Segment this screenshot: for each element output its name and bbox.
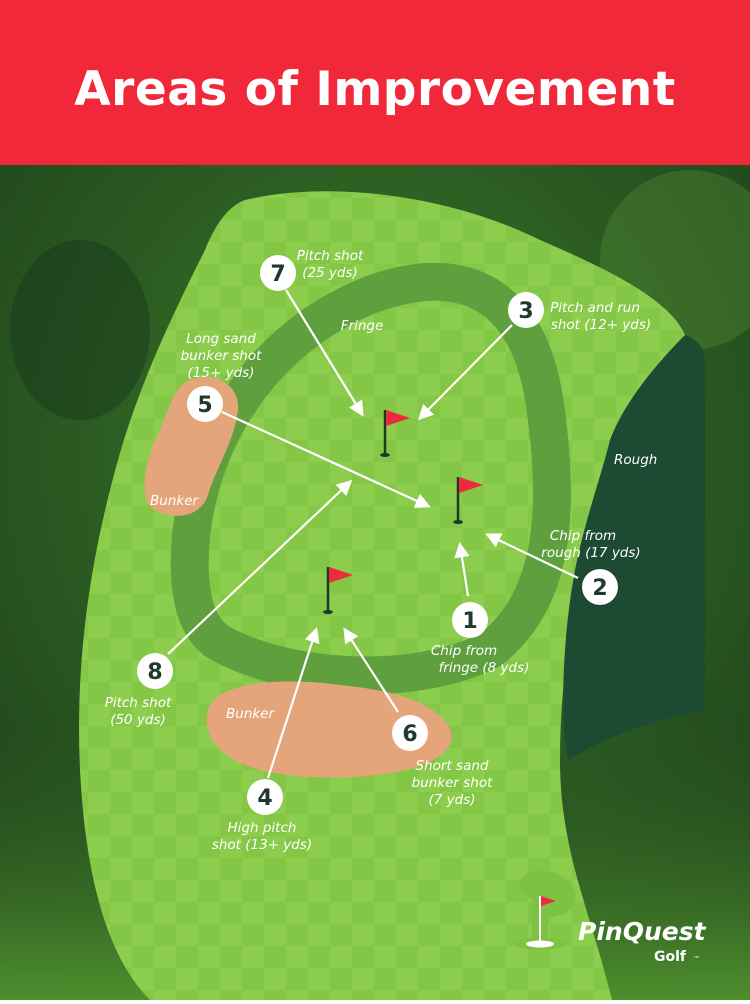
flag-icon — [380, 410, 410, 457]
fringe-ring — [170, 262, 572, 695]
shot-marker-1[interactable]: 1 — [452, 602, 488, 638]
shot-label-8: Pitch shot (50 yds) — [105, 695, 172, 728]
bunker-bottom — [206, 681, 452, 778]
shot-label-3: Pitch and run shot (12+ yds) — [550, 300, 651, 333]
shot-marker-5[interactable]: 5 — [187, 386, 223, 422]
shot-arrow-4 — [266, 627, 320, 779]
brand-sub: Golf — [654, 949, 687, 965]
svg-text:Short sand: Short sand — [416, 758, 489, 774]
golf-green-diagram: Fringe Rough Bunker Bunker 1 2 — [0, 165, 750, 1000]
svg-text:5: 5 — [197, 393, 212, 418]
svg-text:8: 8 — [147, 660, 162, 685]
svg-text:bunker shot: bunker shot — [181, 348, 262, 364]
svg-text:7: 7 — [270, 262, 285, 287]
svg-text:shot (13+ yds): shot (13+ yds) — [212, 837, 312, 853]
svg-text:fringe (8 yds): fringe (8 yds) — [439, 660, 530, 676]
shot-arrow-6 — [343, 627, 399, 713]
svg-text:Pitch shot: Pitch shot — [297, 248, 364, 264]
shot-arrow-3 — [417, 324, 513, 421]
shot-label-4: High pitch shot (13+ yds) — [212, 820, 312, 853]
svg-text:Chip from: Chip from — [550, 528, 616, 544]
svg-text:2: 2 — [592, 576, 607, 601]
shot-label-6: Short sand bunker shot (7 yds) — [412, 758, 493, 808]
svg-text:Chip from: Chip from — [431, 643, 497, 659]
brand-tm: ™ — [693, 955, 700, 963]
shot-arrow-1 — [454, 541, 470, 597]
flag-icon — [323, 567, 353, 614]
bunker-left-label: Bunker — [150, 493, 199, 509]
shot-label-1: Chip from fringe (8 yds) — [431, 643, 530, 676]
shot-marker-8[interactable]: 8 — [137, 653, 173, 689]
svg-text:1: 1 — [462, 609, 477, 634]
svg-text:shot (12+ yds): shot (12+ yds) — [551, 317, 651, 333]
shot-arrow-8 — [167, 479, 353, 655]
svg-text:(25 yds): (25 yds) — [302, 265, 358, 281]
shot-label-2: Chip from rough (17 yds) — [541, 528, 640, 561]
rough-area — [563, 335, 705, 760]
pinquest-logo: PinQuest Golf ™ — [514, 870, 707, 965]
shot-label-5: Long sand bunker shot (15+ yds) — [181, 331, 262, 381]
svg-text:Pitch and run: Pitch and run — [550, 300, 640, 316]
shot-arrow-5 — [221, 410, 431, 508]
svg-text:Long sand: Long sand — [186, 331, 256, 347]
page-title: Areas of Improvement — [74, 62, 676, 117]
shot-marker-3[interactable]: 3 — [508, 292, 544, 328]
svg-text:(7 yds): (7 yds) — [428, 792, 475, 808]
flag-icon — [453, 477, 483, 524]
shot-label-7: Pitch shot (25 yds) — [297, 248, 364, 281]
svg-text:4: 4 — [257, 786, 272, 811]
svg-text:High pitch: High pitch — [228, 820, 297, 836]
svg-text:Pitch shot: Pitch shot — [105, 695, 172, 711]
shot-arrows — [167, 289, 579, 779]
shot-marker-6[interactable]: 6 — [392, 715, 428, 751]
svg-text:(50 yds): (50 yds) — [110, 712, 166, 728]
logo-mark — [520, 870, 576, 940]
bunker-bottom-label: Bunker — [226, 706, 275, 722]
svg-text:bunker shot: bunker shot — [412, 775, 493, 791]
svg-text:3: 3 — [518, 299, 533, 324]
brand-name: PinQuest — [578, 917, 707, 946]
shot-arrow-7 — [285, 289, 364, 417]
title-banner: Areas of Improvement — [0, 0, 750, 165]
svg-text:(15+ yds): (15+ yds) — [188, 365, 255, 381]
fringe-label: Fringe — [341, 318, 384, 334]
shot-arrow-2 — [485, 533, 579, 579]
rough-label: Rough — [614, 452, 657, 468]
svg-text:rough (17 yds): rough (17 yds) — [541, 545, 640, 561]
svg-text:6: 6 — [402, 722, 417, 747]
shot-marker-4[interactable]: 4 — [247, 779, 283, 815]
shot-marker-2[interactable]: 2 — [582, 569, 618, 605]
shot-marker-7[interactable]: 7 — [260, 255, 296, 291]
